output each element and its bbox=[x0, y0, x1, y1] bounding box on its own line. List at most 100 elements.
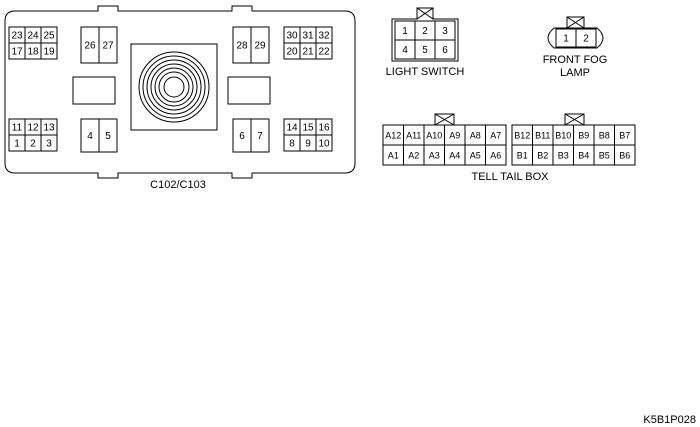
pin-label: 29 bbox=[254, 41, 266, 52]
pin-label: 1 bbox=[14, 139, 20, 150]
tell-tail-a-latch-icon bbox=[434, 113, 455, 126]
pin-cell bbox=[40, 134, 58, 152]
c102-right-blank-block bbox=[227, 76, 271, 105]
figure-code: K5B1P028 bbox=[643, 414, 696, 426]
pin-label: 20 bbox=[286, 47, 298, 58]
c102-center-ring-4 bbox=[150, 63, 198, 111]
pin-label: 32 bbox=[318, 31, 330, 42]
pin-label: B2 bbox=[537, 151, 548, 161]
pin-label: 4 bbox=[402, 45, 408, 56]
pin-label: B6 bbox=[619, 151, 630, 161]
pin-label: 24 bbox=[27, 31, 39, 42]
pin-label: 21 bbox=[302, 47, 314, 58]
pin-label: 27 bbox=[102, 41, 114, 52]
tell-tail-caption: TELL TAIL BOX bbox=[471, 171, 549, 183]
pin-label: A8 bbox=[470, 131, 481, 141]
c102-left-blank-block bbox=[72, 76, 116, 105]
pin-cell bbox=[614, 144, 636, 166]
pin-label: 2 bbox=[422, 26, 428, 37]
pin-cell bbox=[315, 42, 333, 60]
pin-label: 11 bbox=[12, 123, 23, 134]
pin-label: B10 bbox=[555, 131, 571, 141]
pin-label: 12 bbox=[27, 123, 39, 134]
pin-label: 28 bbox=[236, 41, 248, 52]
pin-cell bbox=[98, 26, 118, 64]
front-fog-caption-line2: LAMP bbox=[560, 67, 590, 79]
pin-label: 6 bbox=[442, 45, 448, 56]
pin-label: A12 bbox=[385, 131, 401, 141]
pin-label: B12 bbox=[514, 131, 530, 141]
light-switch-caption: LIGHT SWITCH bbox=[386, 66, 465, 78]
c102-center-ring-inner bbox=[163, 76, 185, 98]
pin-label: 3 bbox=[442, 26, 448, 37]
pin-label: A4 bbox=[449, 151, 460, 161]
pin-label: 1 bbox=[402, 26, 408, 37]
pin-cell bbox=[315, 134, 333, 152]
pin-label: 25 bbox=[43, 31, 55, 42]
connector-light-switch: 1 2 3 4 5 6 LIGHT SWITCH bbox=[386, 7, 465, 78]
pin-label: 6 bbox=[239, 131, 245, 142]
c102-pin-block-upper-inner-right: 28 29 bbox=[232, 26, 270, 64]
pin-label: A10 bbox=[426, 131, 442, 141]
pin-label: 3 bbox=[46, 139, 52, 150]
c102-center-ring-6 bbox=[158, 71, 190, 103]
pin-label: A2 bbox=[408, 151, 419, 161]
pin-label: 19 bbox=[43, 47, 55, 58]
pin-label: B1 bbox=[517, 151, 528, 161]
pin-label: 2 bbox=[30, 139, 36, 150]
pin-label: 10 bbox=[318, 139, 330, 150]
pin-label: 14 bbox=[286, 123, 298, 134]
c102-housing-outline bbox=[4, 5, 356, 179]
c102-caption: C102/C103 bbox=[150, 179, 206, 191]
pin-cell bbox=[575, 28, 597, 48]
front-fog-outline bbox=[547, 27, 604, 49]
pin-label: A11 bbox=[406, 131, 421, 141]
pin-label: B7 bbox=[619, 131, 630, 141]
pin-label: 22 bbox=[318, 47, 330, 58]
pin-label: 5 bbox=[422, 45, 428, 56]
pin-cell bbox=[40, 42, 58, 60]
pin-label: 31 bbox=[302, 31, 314, 42]
pin-label: 7 bbox=[257, 131, 263, 142]
c102-center-ring-3 bbox=[146, 59, 202, 115]
tell-tail-b-latch-icon bbox=[564, 113, 585, 126]
front-fog-latch-icon bbox=[566, 16, 585, 29]
pin-label: A9 bbox=[449, 131, 460, 141]
pin-label: A6 bbox=[490, 151, 501, 161]
front-fog-caption-line1: FRONT FOG bbox=[543, 54, 608, 66]
pin-label: B11 bbox=[535, 131, 550, 141]
pin-label: B4 bbox=[578, 151, 589, 161]
pin-label: 8 bbox=[289, 139, 295, 150]
pin-label: B9 bbox=[578, 131, 589, 141]
pin-cell bbox=[250, 118, 270, 153]
c102-pin-block-upper-right: 30 31 32 20 21 22 bbox=[283, 26, 333, 60]
pin-label: 4 bbox=[87, 131, 93, 142]
c102-center-ring-2 bbox=[142, 55, 206, 119]
pin-label: B3 bbox=[558, 151, 569, 161]
pin-label: 9 bbox=[305, 139, 311, 150]
pin-label: 13 bbox=[43, 123, 55, 134]
light-switch-latch-icon bbox=[416, 7, 434, 20]
pin-label: 30 bbox=[286, 31, 298, 42]
pin-label: 26 bbox=[84, 41, 96, 52]
c102-pin-block-upper-inner-left: 26 27 bbox=[80, 26, 118, 64]
pin-label: A7 bbox=[490, 131, 501, 141]
c102-center-ring-5 bbox=[154, 67, 194, 107]
pin-label: A5 bbox=[470, 151, 481, 161]
c102-center-frame bbox=[130, 43, 218, 131]
light-switch-pins: 1 2 3 4 5 6 bbox=[394, 20, 456, 60]
pin-label: 18 bbox=[27, 47, 39, 58]
pin-cell bbox=[250, 26, 270, 64]
c102-center-ring-outer bbox=[138, 51, 210, 123]
pin-label: B8 bbox=[599, 131, 610, 141]
